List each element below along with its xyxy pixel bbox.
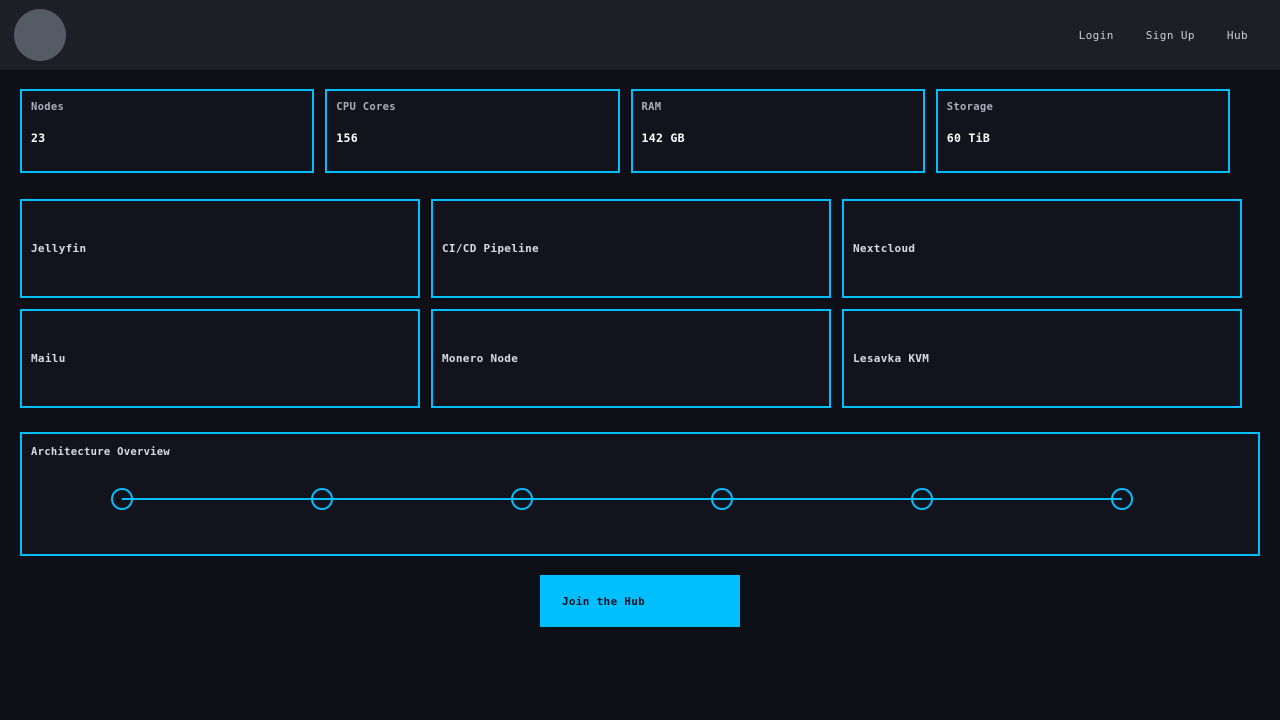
architecture-node-1[interactable]	[111, 488, 133, 510]
stat-card-nodes: Nodes 23	[20, 89, 315, 173]
stat-card-storage: Storage 60 TiB	[935, 89, 1230, 173]
architecture-node-5[interactable]	[911, 488, 933, 510]
nav-link-login[interactable]: Login	[1078, 28, 1114, 42]
join-the-hub-button[interactable]: Join the Hub	[540, 575, 740, 627]
stat-label: Nodes	[31, 101, 65, 113]
main-navigation: Login Sign Up Hub	[1063, 23, 1264, 48]
stat-label: Storage	[946, 101, 994, 113]
architecture-node-2[interactable]	[311, 488, 333, 510]
service-card-title: Mailu	[31, 352, 66, 365]
architecture-panel-title: Architecture Overview	[31, 446, 171, 458]
page-content: Nodes 23 CPU Cores 156 RAM 142 GB Storag…	[0, 71, 1280, 627]
user-avatar-icon[interactable]	[14, 9, 66, 61]
stat-value: 156	[336, 131, 358, 145]
architecture-node-diagram	[111, 488, 1133, 510]
stat-value: 60 TiB	[946, 131, 991, 145]
service-card-title: CI/CD Pipeline	[442, 242, 539, 255]
service-card-jellyfin[interactable]: Jellyfin	[20, 199, 420, 298]
service-card-nextcloud[interactable]: Nextcloud	[842, 199, 1242, 298]
service-card-title: Jellyfin	[31, 242, 87, 255]
architecture-node-3[interactable]	[511, 488, 533, 510]
architecture-node-6[interactable]	[1111, 488, 1133, 510]
service-card-title: Lesavka KVM	[853, 352, 930, 365]
service-card-lesavka-kvm[interactable]: Lesavka KVM	[842, 309, 1242, 408]
stat-label: RAM	[641, 101, 662, 113]
stat-card-ram: RAM 142 GB	[630, 89, 925, 173]
service-card-mailu[interactable]: Mailu	[20, 309, 420, 408]
stat-label: CPU Cores	[336, 101, 396, 113]
stat-value: 23	[31, 131, 46, 145]
nav-link-hub[interactable]: Hub	[1226, 28, 1248, 42]
stats-row: Nodes 23 CPU Cores 156 RAM 142 GB Storag…	[0, 71, 1280, 173]
service-card-title: Nextcloud	[853, 242, 916, 255]
architecture-node-4[interactable]	[711, 488, 733, 510]
architecture-overview-panel: Architecture Overview	[20, 432, 1260, 556]
stat-card-cpu-cores: CPU Cores 156	[325, 89, 620, 173]
service-card-monero-node[interactable]: Monero Node	[431, 309, 831, 408]
service-card-cicd-pipeline[interactable]: CI/CD Pipeline	[431, 199, 831, 298]
service-card-grid: Jellyfin CI/CD Pipeline Nextcloud Mailu …	[0, 173, 1280, 408]
nav-link-sign-up[interactable]: Sign Up	[1145, 28, 1195, 42]
site-header: Login Sign Up Hub	[0, 0, 1280, 71]
service-card-title: Monero Node	[442, 352, 519, 365]
cta-section: Join the Hub	[0, 556, 1280, 627]
stat-value: 142 GB	[641, 131, 685, 145]
